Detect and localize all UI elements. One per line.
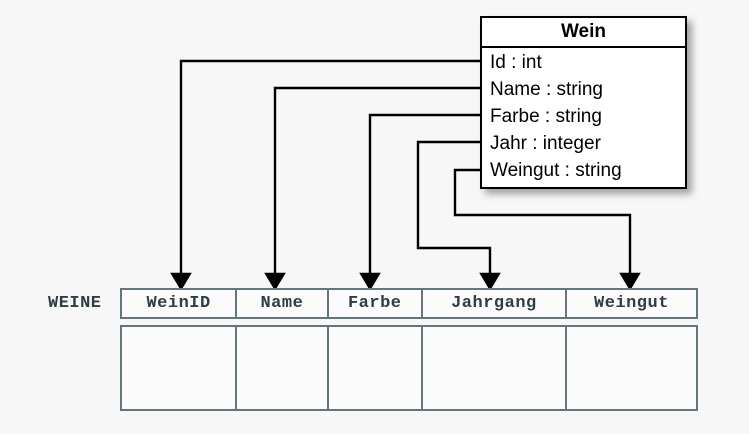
table-row — [120, 325, 698, 411]
table-header-row: WeinID Name Farbe Jahrgang Weingut — [120, 288, 698, 319]
uml-attribute-weingut: Weingut : string — [490, 160, 622, 181]
connector-weingut-to-weingut — [453, 168, 641, 291]
uml-attribute-name: Name : string — [490, 79, 603, 100]
table-column-header-name: Name — [237, 290, 329, 317]
table-name-label: WEINE — [48, 294, 102, 313]
connector-name-to-name — [264, 86, 480, 291]
table-column-header-jahrgang: Jahrgang — [423, 290, 567, 317]
table-column-header-weingut: Weingut — [594, 294, 669, 313]
table-cell-jahrgang — [423, 327, 567, 409]
uml-attribute-list: Id : int Name : string Farbe : string Ja… — [482, 48, 685, 187]
table-column-header-weinid: WeinID — [122, 290, 238, 317]
uml-class-title: Wein — [482, 18, 685, 48]
uml-attribute-farbe: Farbe : string — [490, 106, 602, 127]
table-cell-farbe — [329, 327, 423, 409]
uml-attribute-jahr: Jahr : integer — [490, 133, 601, 154]
table-cell-weinid — [122, 327, 238, 409]
connector-farbe-to-farbe — [359, 113, 480, 291]
connector-id-to-weinid — [170, 59, 480, 291]
table-cell-name — [237, 327, 329, 409]
table-column-header-farbe: Farbe — [329, 290, 423, 317]
uml-attribute-id: Id : int — [490, 52, 542, 73]
uml-class-wein[interactable]: Wein Id : int Name : string Farbe : stri… — [480, 16, 687, 189]
table-cell-weingut — [567, 327, 696, 409]
connector-jahr-to-jahrgang — [416, 140, 501, 291]
